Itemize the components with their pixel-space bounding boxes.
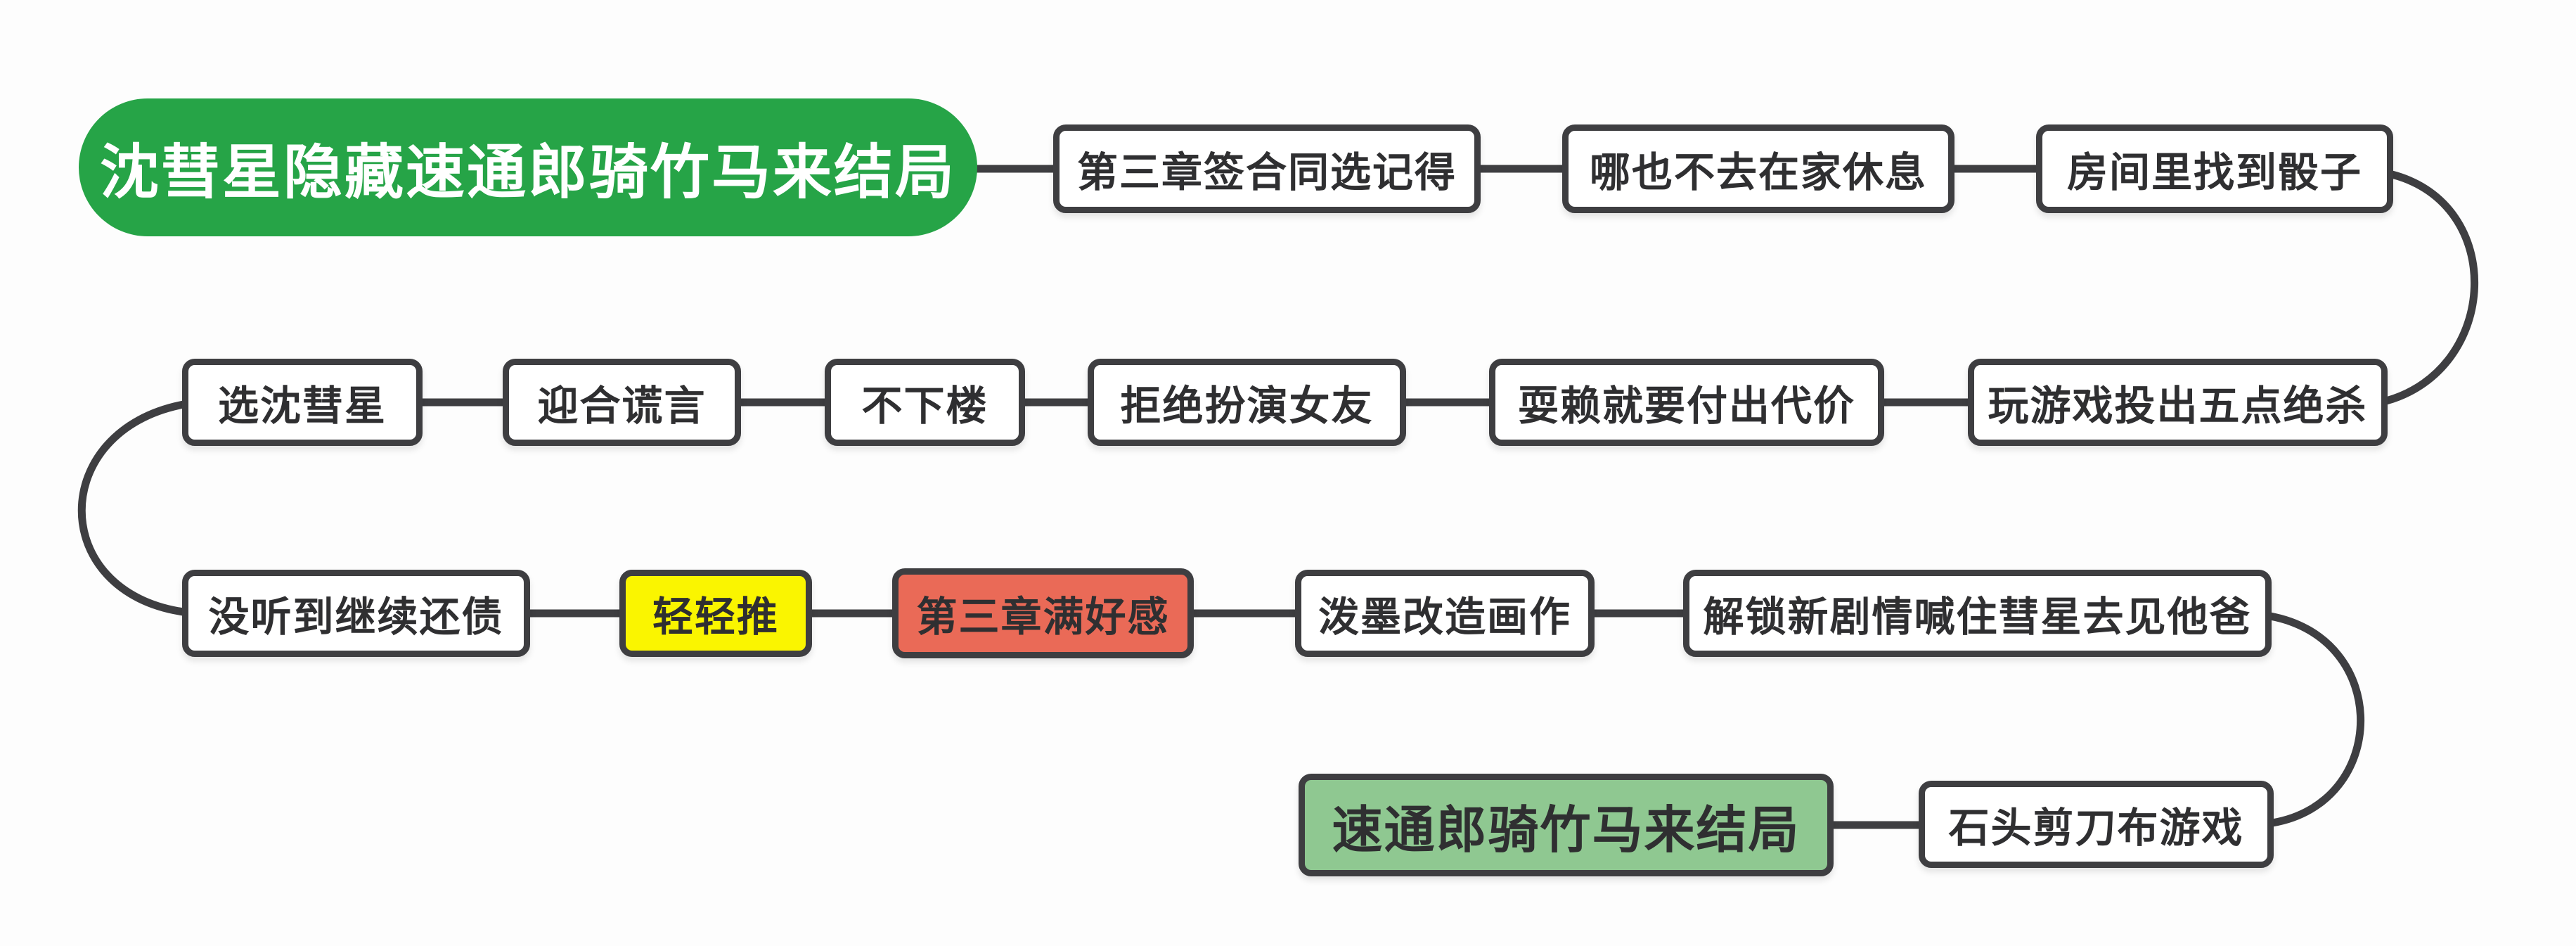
node-full-favor[interactable]: 第三章满好感 <box>892 568 1194 658</box>
node-start-hidden-speedrun[interactable]: 沈彗星隐藏速通郎骑竹马来结局 <box>79 98 977 236</box>
curve-choose-shen-to-keep-debt <box>77 400 188 616</box>
node-meet-dad[interactable]: 解锁新剧情喊住彗星去见他爸 <box>1683 570 2272 657</box>
node-choose-shen[interactable]: 选沈彗星 <box>182 359 423 446</box>
node-cheat-price[interactable]: 耍赖就要付出代价 <box>1489 359 1884 446</box>
node-refuse-girlfriend[interactable]: 拒绝扮演女友 <box>1088 359 1406 446</box>
node-dice-five[interactable]: 玩游戏投出五点绝杀 <box>1968 359 2388 446</box>
node-cater-lie[interactable]: 迎合谎言 <box>503 359 741 446</box>
node-keep-debt[interactable]: 没听到继续还债 <box>182 570 530 657</box>
node-stay-upstairs[interactable]: 不下楼 <box>825 359 1025 446</box>
node-ending-speedrun[interactable]: 速通郎骑竹马来结局 <box>1299 774 1834 876</box>
node-find-dice[interactable]: 房间里找到骰子 <box>2036 124 2393 213</box>
node-rock-paper-scissors[interactable]: 石头剪刀布游戏 <box>1919 781 2274 868</box>
node-gentle-push[interactable]: 轻轻推 <box>619 570 812 657</box>
node-stay-home[interactable]: 哪也不去在家休息 <box>1562 124 1954 213</box>
curve-meet-dad-to-rock-paper <box>2266 612 2364 827</box>
node-sign-contract[interactable]: 第三章签合同选记得 <box>1053 124 1481 213</box>
curve-find-dice-to-dice-five <box>2382 170 2478 405</box>
node-ink-painting[interactable]: 泼墨改造画作 <box>1295 570 1595 657</box>
